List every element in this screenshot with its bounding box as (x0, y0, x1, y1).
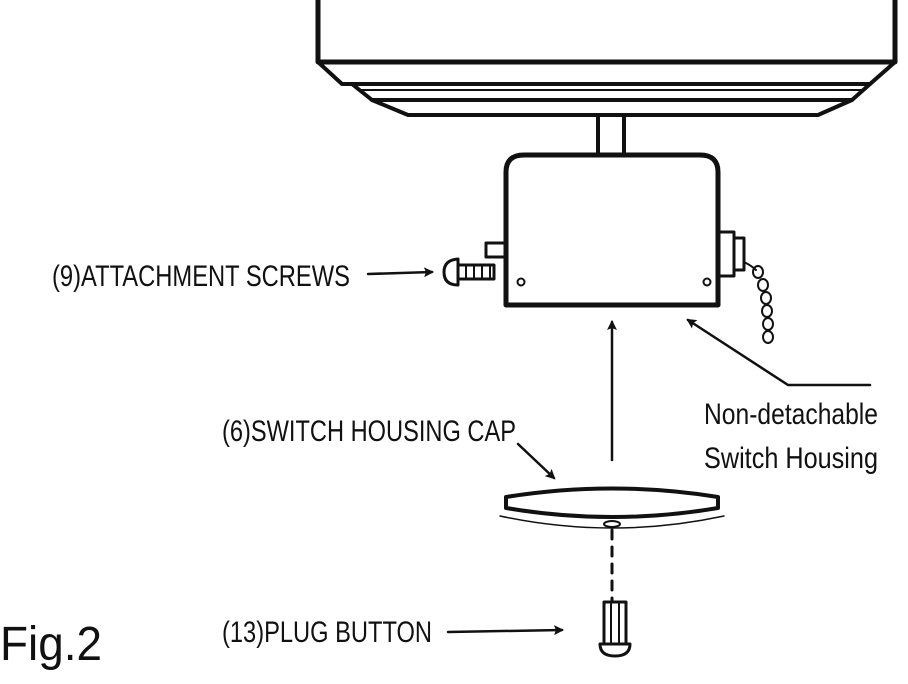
plug-button (598, 600, 632, 658)
plug-button-arrow (446, 625, 564, 636)
housing-tab (484, 241, 508, 259)
fan-motor-housing (315, 0, 898, 117)
non-detachable-housing-arrow (686, 318, 872, 387)
figure-label: Fig.2 (0, 618, 102, 671)
switch-housing (484, 152, 721, 308)
screw-hole (702, 277, 712, 287)
switch-housing-cap-arrow (516, 442, 556, 480)
pull-chain (752, 265, 774, 344)
pull-chain-switch (716, 230, 774, 344)
attachment-screws-label: (9)ATTACHMENT SCREWS (52, 260, 350, 293)
non-detachable-label-line2: Switch Housing (704, 442, 878, 475)
non-detachable-label-line1: Non-detachable (704, 398, 878, 431)
attachment-screws-arrow (366, 267, 434, 278)
plug-button-label: (13)PLUG BUTTON (222, 616, 432, 649)
down-rod (596, 113, 626, 157)
attachment-screw (442, 257, 496, 287)
screw-hole (516, 277, 526, 287)
switch-housing-cap (499, 486, 725, 529)
switch-housing-cap-label: (6)SWITCH HOUSING CAP (222, 415, 516, 448)
